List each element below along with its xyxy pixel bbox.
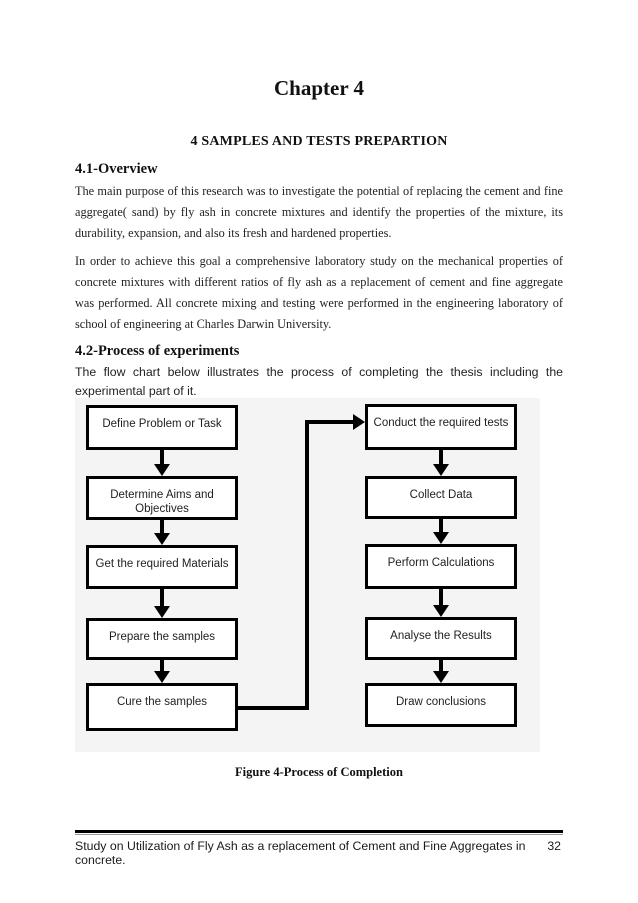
flow-box-cure-samples: Cure the samples [86,683,238,731]
flow-arrowhead-down-icon [433,532,449,544]
flow-arrow-down-icon [160,660,164,672]
flow-arrowhead-right-icon [353,414,365,430]
flow-arrow-down-icon [439,450,443,465]
footer-rule-thin [75,834,563,835]
flowchart-figure: Define Problem or Task Determine Aims an… [75,398,540,752]
flow-arrow-down-icon [160,520,164,534]
flow-box-collect-data: Collect Data [365,476,517,519]
flow-arrowhead-down-icon [154,533,170,545]
flow-box-perform-calcs: Perform Calculations [365,544,517,589]
flow-arrow-down-icon [439,519,443,533]
overview-heading: 4.1-Overview [75,161,158,177]
flow-box-draw-conclusions: Draw conclusions [365,683,517,727]
flow-connector-horizontal [305,420,353,424]
footer-text: Study on Utilization of Fly Ash as a rep… [75,839,526,867]
flow-box-get-materials: Get the required Materials [86,545,238,589]
flow-arrow-down-icon [439,660,443,672]
flow-arrow-down-icon [160,450,164,465]
flow-arrowhead-down-icon [154,671,170,683]
flow-box-determine-aims: Determine Aims and Objectives [86,476,238,520]
flow-arrowhead-down-icon [433,464,449,476]
page-footer: Study on Utilization of Fly Ash as a rep… [75,830,563,867]
flow-arrowhead-down-icon [154,464,170,476]
flow-arrow-down-icon [439,589,443,606]
footer-rule [75,830,563,833]
page-number: 32 [547,839,561,853]
flow-box-analyse-results: Analyse the Results [365,617,517,660]
flow-arrowhead-down-icon [154,606,170,618]
flow-box-define-problem: Define Problem or Task [86,405,238,450]
flow-arrowhead-down-icon [433,671,449,683]
process-heading: 4.2-Process of experiments [75,343,240,359]
flow-connector-horizontal [238,706,309,710]
flow-arrowhead-down-icon [433,605,449,617]
chapter-title: Chapter 4 [273,76,365,100]
flow-box-conduct-tests: Conduct the required tests [365,404,517,450]
figure-caption: Figure 4-Process of Completion [235,765,403,779]
flow-connector-vertical [305,420,309,710]
flow-box-prepare-samples: Prepare the samples [86,618,238,660]
flow-arrow-down-icon [160,589,164,607]
process-intro-paragraph: The flow chart below illustrates the pro… [75,365,563,398]
overview-paragraph-1: The main purpose of this research was to… [75,184,563,240]
overview-paragraph-2: In order to achieve this goal a comprehe… [75,254,563,331]
section-heading: 4 SAMPLES AND TESTS PREPARTION [190,134,448,149]
